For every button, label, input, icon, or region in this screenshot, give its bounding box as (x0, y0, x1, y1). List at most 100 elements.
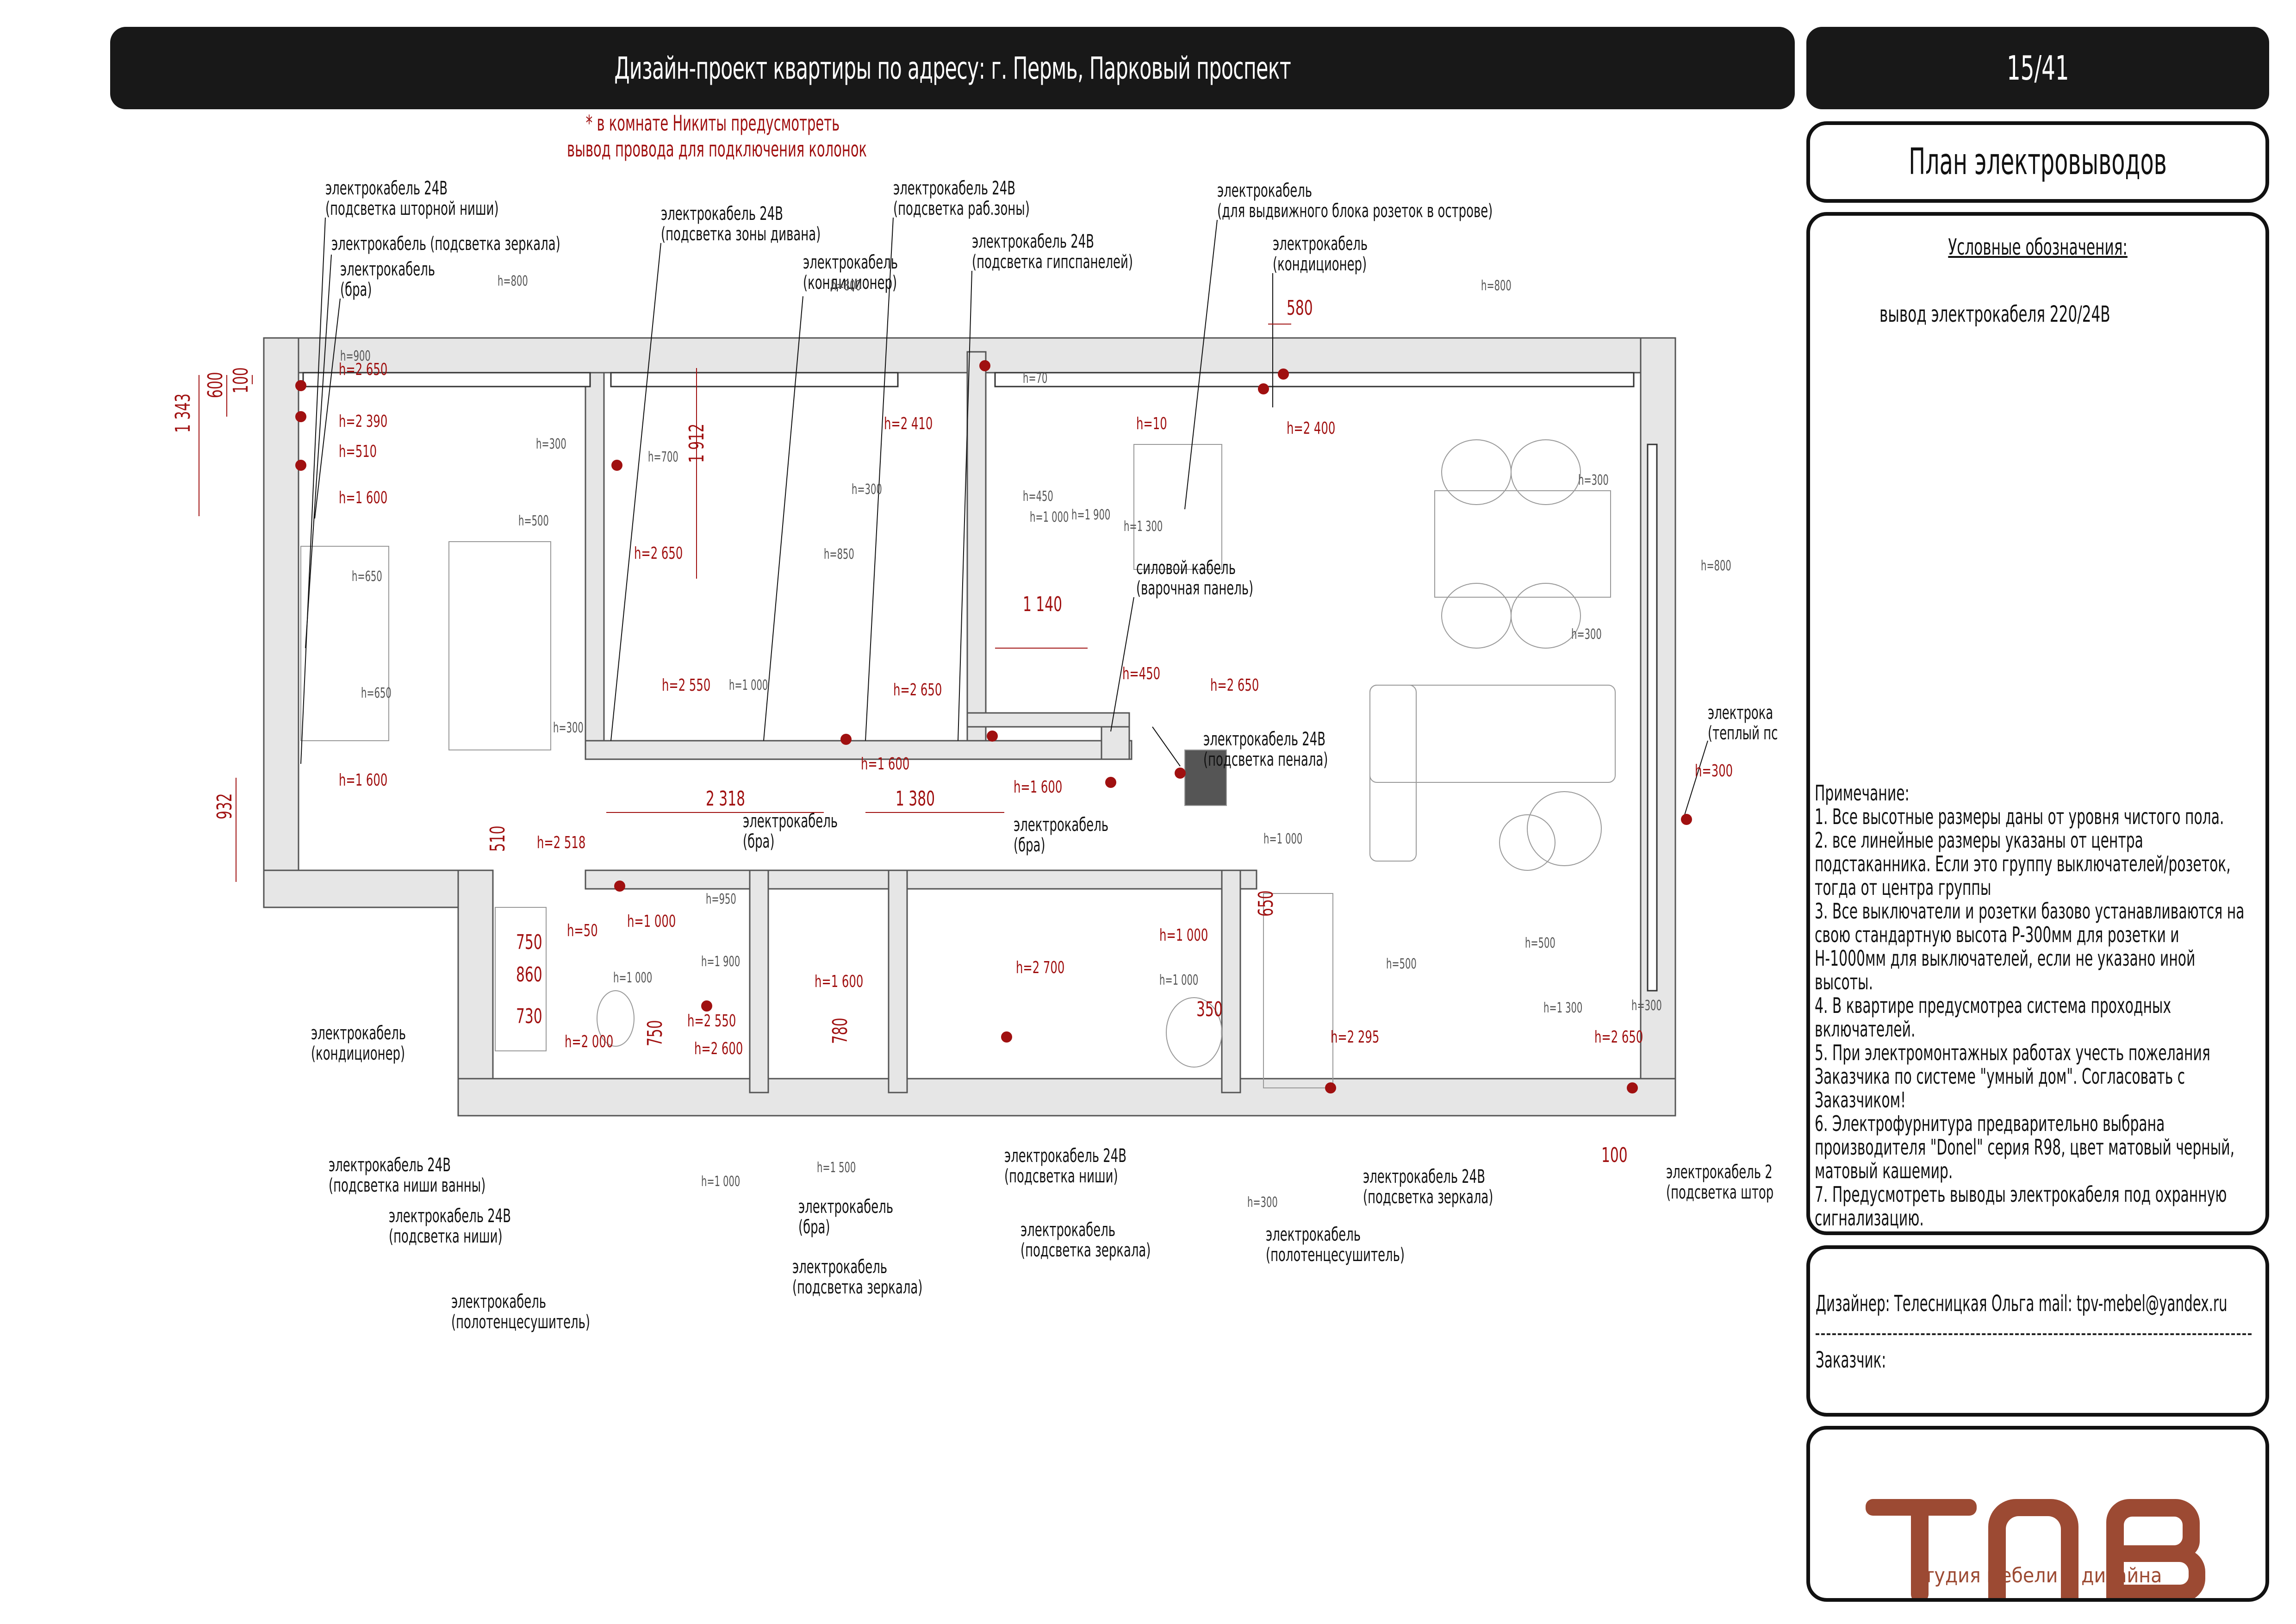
height-mark: h=450 (1122, 664, 1161, 683)
height-label: h=500 (1386, 956, 1417, 972)
callout-air-conditioner: электрокабель(кондиционер) (803, 252, 898, 294)
dim-2318: 2 318 (706, 787, 745, 811)
height-label: h=300 (1578, 472, 1609, 488)
height-mark: h=2 000 (565, 1032, 614, 1051)
dim-932: 932 (213, 793, 236, 819)
tpv-logo (1866, 1499, 2206, 1598)
height-label: h=1 000 (701, 1174, 740, 1190)
height-mark: h=2 400 (1287, 419, 1336, 438)
walls (263, 337, 1676, 1117)
dim-510: 510 (486, 825, 510, 852)
legend-item-cable-outlet: вывод электрокабеля 220/24В (1879, 301, 2110, 327)
notes-heading: Примечание: (1815, 781, 1910, 806)
callout-niche-light-2: электрокабель 24В(подсветка ниши) (1004, 1145, 1127, 1187)
height-label: h=300 (553, 720, 584, 736)
height-label: h=1 500 (817, 1160, 856, 1176)
height-label: h=800 (1481, 278, 1512, 294)
callout-mirror-light-3: электрокабель(подсветка зеркала) (1020, 1219, 1151, 1261)
cable-outlets (295, 360, 1692, 1093)
height-label: h=300 (852, 481, 882, 498)
dim-600: 600 (204, 372, 227, 398)
note-item: 5. При электромонтажных работах учесть п… (1815, 1040, 2210, 1112)
sheet-title: План электровыводов (1909, 141, 2167, 183)
callout-pencil-case-light: электрокабель 24В(подсветка пенала) (1203, 729, 1328, 770)
dim-1380: 1 380 (896, 787, 935, 811)
callout-curtain-niche-light: электрокабель 24В(подсветка шторной ниши… (325, 178, 499, 219)
height-mark: h=2 410 (884, 414, 933, 433)
callout-underfloor-heating: электрока(теплый пс (1708, 702, 1778, 744)
height-mark: h=2 550 (662, 676, 711, 695)
note-item: 4. В квартире предусмотреа система прохо… (1815, 993, 2172, 1042)
height-mark: h=1 600 (339, 771, 388, 790)
dim-750-2: 750 (643, 1020, 667, 1046)
callout-sconce-4: электрокабель(бра) (798, 1196, 894, 1238)
height-mark: h=50 (567, 921, 598, 940)
note-item: 1. Все высотные размеры даны от уровня ч… (1815, 804, 2224, 829)
callout-sconce-3: электрокабель(бра) (1014, 814, 1109, 856)
dim-350: 350 (1196, 998, 1223, 1021)
height-mark: h=2 650 (634, 544, 683, 563)
height-mark: h=1 600 (861, 755, 910, 774)
callout-sofa-zone-light: электрокабель 24В(подсветка зоны дивана) (661, 203, 821, 245)
height-mark: h=2 550 (687, 1012, 736, 1031)
callout-work-zone-light: электрокабель 24В(подсветка раб.зоны) (893, 178, 1030, 219)
callout-mirror-light-2: электрокабель(подсветка зеркала) (792, 1256, 923, 1298)
customer-label: Заказчик: (1816, 1347, 1886, 1373)
logo-box: студия мебели и дизайна (1806, 1426, 2269, 1602)
callout-cooktop-power: силовой кабель(варочная панель) (1136, 557, 1254, 599)
height-mark: h=2 650 (1594, 1028, 1643, 1047)
leader-lines (300, 217, 1708, 815)
dim-1140: 1 140 (1023, 593, 1062, 616)
height-label: h=70 (1023, 370, 1048, 387)
note-line: вывод провода для подключения колонок (567, 137, 867, 162)
callout-bath-niche-light: электрокабель 24В(подсветка ниши ванны) (329, 1155, 486, 1196)
logo-tagline: студия мебели и дизайна (1913, 1564, 2162, 1587)
callout-sconce: электрокабель(бра) (340, 259, 436, 300)
notes-block: Примечание: 1. Все высотные размеры даны… (1815, 781, 2248, 1230)
height-mark: h=2 700 (1016, 958, 1065, 977)
height-label: h=450 (1023, 488, 1053, 505)
window-sills (302, 372, 1658, 992)
height-mark: h=1 600 (815, 972, 864, 991)
callout-towel-dryer: электрокабель(полотенцесушитель) (451, 1291, 590, 1333)
project-title: Дизайн-проект квартиры по адресу: г. Пер… (614, 50, 1291, 86)
nikita-room-note: * в комнате Никиты предусмотреть вывод п… (567, 110, 867, 162)
callout-gypsum-panel-light: электрокабель 24В(подсветка гипспанелей) (972, 231, 1133, 273)
height-label: h=800 (498, 273, 528, 289)
height-label: h=800 (1701, 558, 1731, 574)
height-mark: h=2 650 (339, 360, 388, 379)
height-label: h=650 (352, 568, 382, 585)
height-mark: h=2 295 (1331, 1028, 1380, 1047)
height-label: h=500 (1525, 935, 1556, 951)
height-label: h=300 (536, 436, 566, 452)
height-label: h=1 300 (1124, 518, 1163, 535)
dim-1343: 1 343 (171, 394, 195, 433)
height-mark: h=2 518 (537, 833, 586, 852)
dimension-lines (199, 324, 1291, 882)
note-line: * в комнате Никиты предусмотреть (585, 111, 840, 136)
height-mark: h=1 000 (627, 912, 676, 931)
height-mark: h=2 650 (893, 681, 942, 700)
callout-niche-light: электрокабель 24В(подсветка ниши) (389, 1206, 511, 1247)
height-label: h=1 000 (1159, 972, 1199, 988)
callout-island-sockets: электрокабель(для выдвижного блока розет… (1217, 180, 1493, 222)
height-mark: h=300 (1695, 762, 1733, 781)
callout-sconce-2: электрокабель(бра) (743, 811, 838, 852)
dim-1912: 1 912 (685, 424, 709, 463)
callout-curtain-light: электрокабель 2(подсветка штор (1666, 1162, 1774, 1203)
height-label: h=1 300 (1543, 1000, 1583, 1016)
note-item: 3. Все выключатели и розетки базово уста… (1815, 899, 2245, 994)
callout-air-conditioner-2: электрокабель(кондиционер) (1273, 233, 1368, 275)
height-mark: h=510 (339, 442, 377, 461)
height-mark: h=1 000 (1159, 926, 1208, 945)
legend-heading: Условные обозначения: (1948, 234, 2128, 260)
note-item: 7. Предусмотреть выводы электрокабеля по… (1815, 1182, 2227, 1230)
dim-580: 580 (1287, 296, 1313, 320)
sheet-title-box: План электровыводов (1806, 121, 2269, 203)
dim-780: 780 (828, 1018, 852, 1044)
height-label: h=1 000 (729, 677, 768, 693)
height-label: h=300 (1571, 626, 1602, 643)
height-label: h=950 (706, 891, 736, 907)
height-mark: h=10 (1136, 414, 1167, 433)
dim-650: 650 (1254, 890, 1278, 917)
